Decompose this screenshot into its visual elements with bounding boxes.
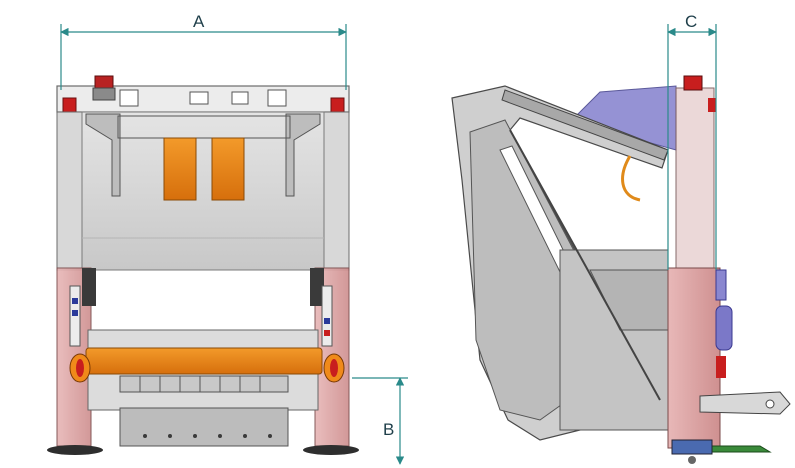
- side-beacon: [683, 75, 703, 91]
- orange-lift-bar: [85, 347, 323, 375]
- right-tail-light: [330, 97, 345, 113]
- side-view: [451, 75, 791, 464]
- dimension-lines: [60, 24, 717, 465]
- front-view: [47, 75, 359, 455]
- rear-column-upper: [675, 87, 715, 269]
- right-upright: [323, 111, 350, 271]
- right-orange-strap: [211, 137, 245, 201]
- dimension-c-label: C: [685, 12, 698, 31]
- dimension-b-label: B: [383, 420, 395, 439]
- dimension-a-label: A: [193, 12, 205, 31]
- left-tail-light: [62, 97, 77, 113]
- front-base: [119, 407, 289, 447]
- right-foot: [303, 445, 359, 455]
- left-orange-strap: [163, 137, 197, 201]
- left-foot: [47, 445, 103, 455]
- left-upright: [56, 111, 83, 271]
- rear-column-lower: [667, 267, 721, 449]
- lift-arm: [699, 391, 791, 415]
